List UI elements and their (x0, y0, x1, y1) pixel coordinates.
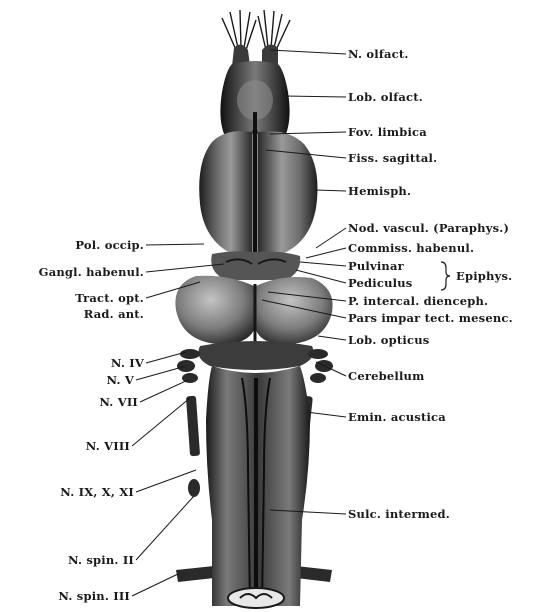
label-tract-opt: Tract. opt. (75, 291, 144, 305)
left-hemisphere (199, 131, 252, 256)
label-n-iv: N. IV (111, 356, 145, 370)
label-fiss-sagittal: Fiss. sagittal. (348, 151, 437, 165)
label-pediculus: Pediculus (348, 276, 412, 290)
cerebellum (198, 341, 313, 370)
label-pars-impar: Pars impar tect. mesenc. (348, 311, 513, 325)
label-n-viii: N. VIII (86, 439, 130, 453)
label-epiphys: Epiphys. (456, 269, 512, 283)
epiphys-brace (441, 262, 450, 290)
label-rad-ant: Rad. ant. (84, 307, 144, 321)
label-n-vii: N. VII (99, 395, 138, 409)
label-n-olfact: N. olfact. (348, 47, 409, 61)
label-lob-olfact: Lob. olfact. (348, 90, 423, 104)
diencephalon (211, 251, 300, 280)
label-n-spin-ii: N. spin. II (68, 553, 134, 567)
label-lob-opticus: Lob. opticus (348, 333, 429, 347)
label-p-intercal: P. intercal. dienceph. (348, 294, 488, 308)
olfactory-nerves (222, 10, 290, 50)
labels-right: N. olfact. Lob. olfact. Fov. limbica Fis… (348, 47, 513, 521)
label-hemisph: Hemisph. (348, 184, 411, 198)
label-n-v: N. V (106, 373, 134, 387)
label-commiss-habenul: Commiss. habenul. (348, 241, 474, 255)
label-n-ix-x-xi: N. IX, X, XI (60, 485, 134, 499)
label-pulvinar: Pulvinar (348, 259, 405, 273)
label-gangl-habenul: Gangl. habenul. (39, 265, 144, 279)
right-optic-lobe (256, 277, 333, 344)
labels-left: Pol. occip. Gangl. habenul. Tract. opt. … (39, 238, 145, 603)
label-n-spin-iii: N. spin. III (58, 589, 130, 603)
label-cerebellum: Cerebellum (348, 369, 424, 383)
label-pol-occip: Pol. occip. (75, 238, 144, 252)
label-nod-vascul: Nod. vascul. (Paraphys.) (348, 221, 509, 235)
label-sulc-intermed: Sulc. intermed. (348, 507, 450, 521)
label-fov-limbica: Fov. limbica (348, 125, 427, 139)
label-emin-acustica: Emin. acustica (348, 410, 446, 424)
